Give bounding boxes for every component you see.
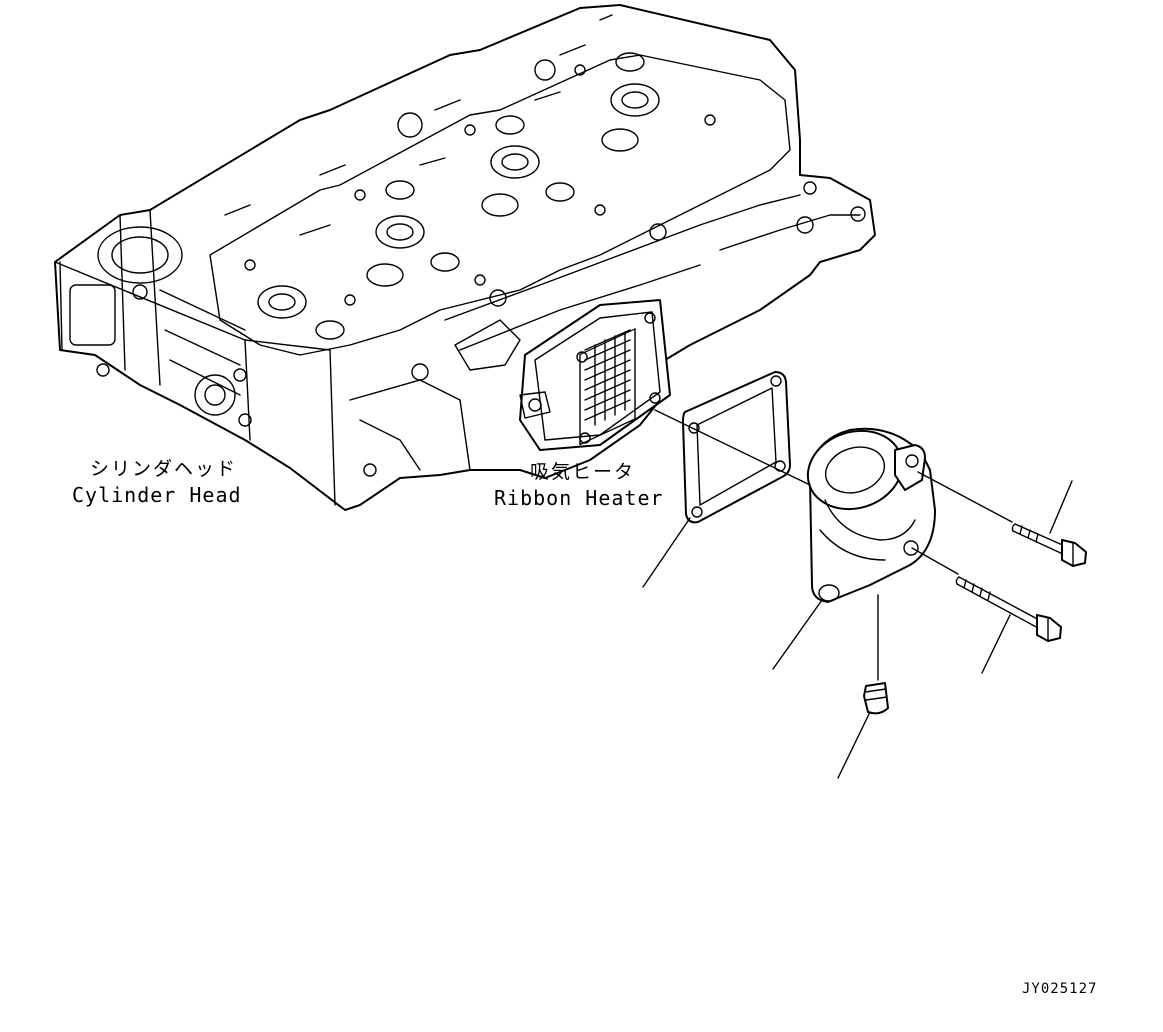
ribbon-heater-label-en: Ribbon Heater (494, 486, 664, 510)
ribbon-heater-label-jp: 吸気ヒータ (530, 461, 636, 483)
short-bolt (1011, 523, 1087, 567)
drawing-reference-number: JY025127 (1022, 981, 1098, 997)
intake-ports (257, 52, 660, 340)
gasket-icon (682, 371, 791, 524)
leader-lines (642, 480, 1073, 779)
cylinder-head-drawing (54, 4, 876, 511)
water-connector-icon (806, 427, 936, 603)
long-bolt (955, 576, 1062, 642)
cylinder-head-label-jp: シリンダヘッド (90, 458, 238, 480)
ribbon-heater-drawing (519, 299, 671, 451)
plug-icon (863, 682, 889, 715)
alignment-lines (654, 409, 1013, 681)
cylinder-head-label-en: Cylinder Head (72, 483, 242, 507)
